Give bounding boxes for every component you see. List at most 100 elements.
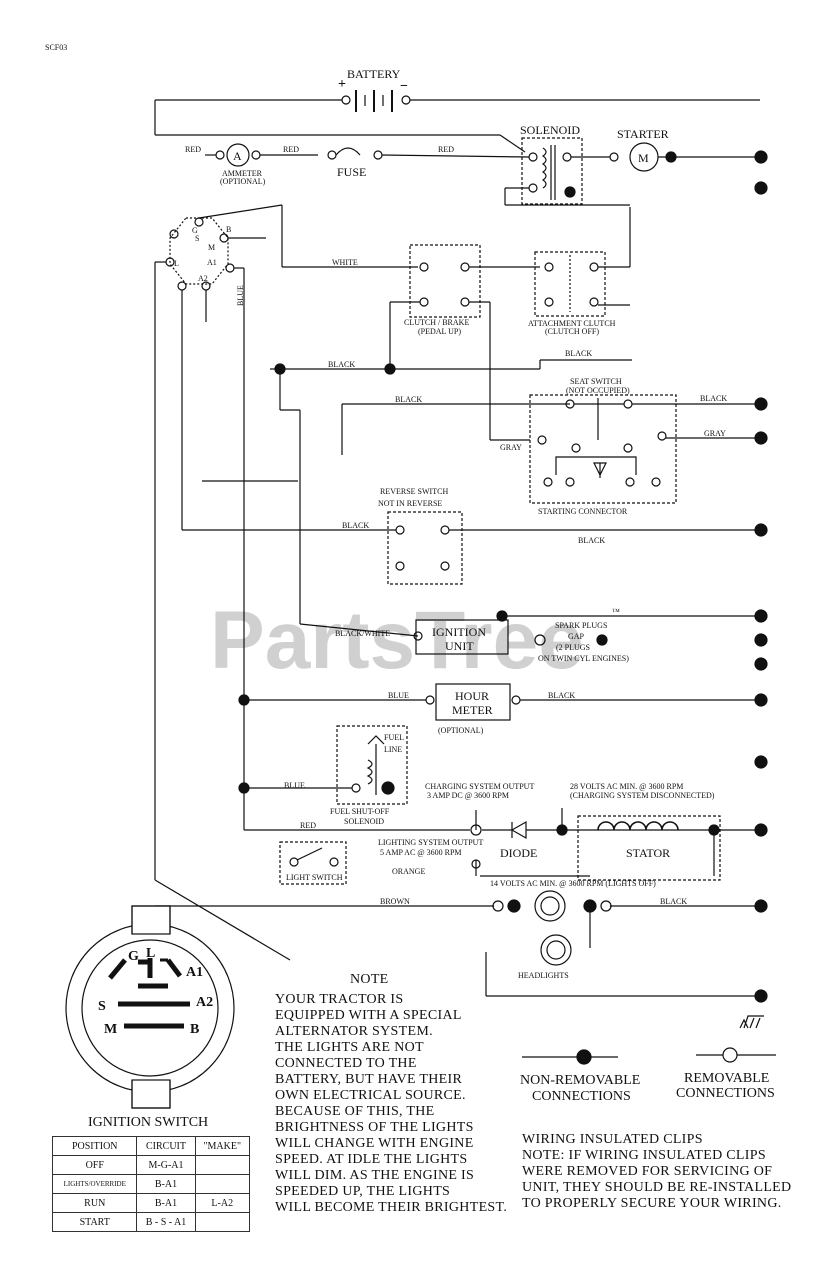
- starter-label: STARTER: [617, 127, 669, 141]
- wire-orange: ORANGE: [392, 867, 425, 876]
- lighting-output-line2: 5 AMP AC @ 3600 RPM: [380, 848, 462, 857]
- battery: [154, 90, 760, 153]
- wire-black-5: BLACK: [342, 521, 369, 530]
- page-code: SCF03: [45, 43, 67, 52]
- ignition-unit-label: IGNITION: [432, 625, 486, 639]
- note-line: OWN ELECTRICAL SOURCE.: [275, 1088, 466, 1103]
- term-g: G: [192, 226, 198, 235]
- wire-black-4: BLACK: [700, 394, 727, 403]
- table-cell: [194, 1212, 251, 1232]
- stator-label: STATOR: [626, 846, 670, 860]
- wire-black-8: BLACK: [660, 897, 687, 906]
- clips-note-line: TO PROPERLY SECURE YOUR WIRING.: [522, 1196, 782, 1211]
- table-row: OFF M-G-A1: [51, 1155, 251, 1175]
- hour-meter-sub: (OPTIONAL): [438, 726, 484, 735]
- table-cell: M-G-A1: [136, 1155, 196, 1175]
- ammeter-label: AMMETER: [222, 169, 263, 178]
- wire-black-2: BLACK: [565, 349, 592, 358]
- table-cell: START: [51, 1212, 138, 1232]
- charging-circuit: [244, 808, 768, 881]
- clips-note-line: UNIT, THEY SHOULD BE RE-INSTALLED: [522, 1180, 792, 1195]
- hour-meter: [238, 683, 768, 721]
- ign-letter-l: L: [146, 946, 155, 961]
- table-cell: [194, 1174, 251, 1194]
- table-cell: RUN: [51, 1193, 138, 1213]
- legend-nonremovable-2: CONNECTIONS: [532, 1089, 631, 1104]
- solenoid: [504, 137, 630, 206]
- note-line: CONNECTED TO THE: [275, 1056, 417, 1071]
- table-cell: B - S - A1: [136, 1212, 196, 1232]
- seat-switch-sub: (NOT OCCUPIED): [566, 386, 630, 395]
- term-a2: A2: [198, 274, 208, 283]
- ignition-switch-illustration: [65, 905, 235, 1109]
- fuel-line1: FUEL: [384, 733, 404, 742]
- table-header: "MAKE": [194, 1136, 251, 1156]
- wire-brown: BROWN: [380, 897, 410, 906]
- spark-plugs-line4: ON TWIN CYL ENGINES): [538, 654, 629, 663]
- seat-switch-label: SEAT SWITCH: [570, 377, 622, 386]
- ignition-unit-label2: UNIT: [445, 639, 474, 653]
- ignition-switch-title: IGNITION SWITCH: [88, 1115, 208, 1130]
- ignition-unit: [299, 609, 768, 671]
- wire-red-2: RED: [283, 145, 299, 154]
- wire-black-1: BLACK: [328, 360, 355, 369]
- fuel-solenoid-label: FUEL SHUT-OFF: [330, 807, 390, 816]
- table-row: LIGHTS/OVERRIDE B-A1: [51, 1174, 251, 1194]
- ignition-terminal-block: [154, 204, 418, 880]
- ammeter-symbol: A: [233, 149, 242, 163]
- fuse: [327, 147, 530, 160]
- table-row: RUN B-A1 L-A2: [51, 1193, 251, 1213]
- wire-red-3: RED: [438, 145, 454, 154]
- table-cell: [194, 1155, 251, 1175]
- note-line: YOUR TRACTOR IS: [275, 992, 404, 1007]
- wire-red-1: RED: [185, 145, 201, 154]
- watermark: PartsTree: [210, 595, 584, 686]
- table-cell: L-A2: [194, 1193, 251, 1213]
- term-l: L: [174, 259, 179, 268]
- note-line: EQUIPPED WITH A SPECIAL: [275, 1008, 462, 1023]
- note-line: ALTERNATOR SYSTEM.: [275, 1024, 433, 1039]
- clutch-brake-switch: [389, 244, 540, 440]
- spark-plugs-line3: (2 PLUGS: [556, 643, 590, 652]
- table-cell: B-A1: [136, 1174, 196, 1194]
- diode-label: DIODE: [500, 846, 537, 860]
- table-header-row: POSITION CIRCUIT "MAKE": [51, 1136, 251, 1156]
- connection-legend: [522, 1047, 776, 1065]
- clips-note: WIRING INSULATED CLIPS NOTE: IF WIRING I…: [522, 1132, 791, 1212]
- starter-symbol: M: [638, 151, 649, 165]
- fuel-shutoff-solenoid: [238, 725, 768, 805]
- wire-blue-3: BLUE: [284, 781, 305, 790]
- ac-28-line2: (CHARGING SYSTEM DISCONNECTED): [570, 791, 715, 800]
- ammeter: [205, 143, 318, 167]
- clutch-brake-sub: (PEDAL UP): [418, 327, 461, 336]
- reverse-switch-label: REVERSE SWITCH: [380, 487, 448, 496]
- solenoid-label: SOLENOID: [520, 123, 580, 137]
- wire-gray-1: GRAY: [500, 443, 522, 452]
- headlights: [154, 879, 768, 1029]
- note-line: WILL CHANGE WITH ENGINE: [275, 1136, 474, 1151]
- term-a1: A1: [207, 258, 217, 267]
- table-cell: LIGHTS/OVERRIDE: [51, 1174, 138, 1194]
- attachment-clutch-label: ATTACHMENT CLUTCH: [528, 319, 616, 328]
- note-line: BATTERY, BUT HAVE THEIR: [275, 1072, 463, 1087]
- seat-switch-wiring: [202, 359, 632, 624]
- note-line: THE LIGHTS ARE NOT: [275, 1040, 424, 1055]
- note-body: YOUR TRACTOR IS EQUIPPED WITH A SPECIAL …: [275, 992, 507, 1216]
- wire-red-4: RED: [300, 821, 316, 830]
- term-s: S: [195, 234, 199, 243]
- wire-white: WHITE: [332, 258, 358, 267]
- note-line: SPEEDED UP, THE LIGHTS: [275, 1184, 451, 1199]
- term-m: M: [208, 243, 215, 252]
- starting-connector-label: STARTING CONNECTOR: [538, 507, 628, 516]
- ign-letter-m: M: [104, 1022, 117, 1037]
- battery-label: BATTERY: [347, 67, 401, 81]
- hour-meter-line2: METER: [452, 703, 493, 717]
- attachment-clutch-sub: (CLUTCH OFF): [545, 327, 599, 336]
- legend-nonremovable-1: NON-REMOVABLE: [520, 1073, 640, 1088]
- fuse-label: FUSE: [337, 165, 366, 179]
- clips-note-line: WIRING INSULATED CLIPS: [522, 1132, 703, 1147]
- ignition-switch-table: POSITION CIRCUIT "MAKE" OFF M-G-A1 LIGHT…: [51, 1136, 251, 1232]
- hour-meter-line1: HOUR: [455, 689, 489, 703]
- fuel-solenoid-label2: SOLENOID: [344, 817, 384, 826]
